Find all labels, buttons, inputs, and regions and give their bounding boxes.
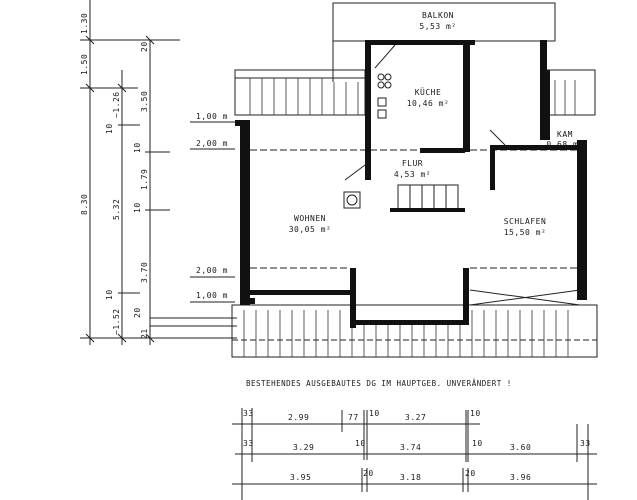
dim-vertical: 10 bbox=[105, 289, 114, 300]
dim-horizontal: 20 bbox=[363, 469, 374, 478]
dim-vertical: 10 bbox=[105, 123, 114, 134]
dim-vertical: 21 bbox=[140, 328, 149, 339]
room-balkon: BALKON 5,53 m² bbox=[408, 12, 468, 31]
dim-horizontal: 10 bbox=[472, 439, 483, 448]
dim-horizontal: 3.74 bbox=[400, 443, 422, 452]
room-area: 0,68 m² bbox=[546, 140, 584, 149]
dim-horizontal: 10 bbox=[369, 409, 380, 418]
dim-vertical: 10 bbox=[133, 202, 142, 213]
room-kam: KAM 0,68 m² bbox=[540, 131, 590, 149]
dim-vertical: ~1.26 bbox=[112, 91, 121, 118]
room-wohnen: WOHNEN 30,05 m² bbox=[275, 215, 345, 234]
dim-vertical: 20 bbox=[133, 307, 142, 318]
dim-vertical: 10 bbox=[133, 142, 142, 153]
room-area: 4,53 m² bbox=[393, 170, 432, 179]
dim-horizontal: 3.27 bbox=[405, 413, 427, 422]
dim-horizontal: 2.99 bbox=[288, 413, 310, 422]
dim-horizontal: 3.18 bbox=[400, 473, 422, 482]
room-name: BALKON bbox=[422, 11, 454, 20]
dim-horizontal: 3.29 bbox=[293, 443, 315, 452]
dim-vertical: 3.70 bbox=[140, 261, 149, 283]
height-marker: 2,00 m bbox=[196, 266, 228, 275]
room-kueche: KÜCHE 10,46 m² bbox=[398, 89, 458, 108]
dim-horizontal: 33 bbox=[243, 409, 254, 418]
dim-vertical: 1.30 bbox=[80, 12, 89, 34]
plan-caption: BESTEHENDES AUSGEBAUTES DG IM HAUPTGEB. … bbox=[246, 379, 512, 388]
room-name: KAM bbox=[557, 130, 573, 139]
dim-horizontal: 3.95 bbox=[290, 473, 312, 482]
dim-vertical: 3.50 bbox=[140, 90, 149, 112]
dim-vertical: ~1.52 bbox=[112, 308, 121, 335]
dim-vertical: 1.79 bbox=[140, 168, 149, 190]
room-name: KÜCHE bbox=[414, 88, 442, 97]
dim-horizontal: 10 bbox=[355, 439, 366, 448]
dim-horizontal: 3.96 bbox=[510, 473, 532, 482]
dim-vertical: 1.50 bbox=[80, 53, 89, 75]
room-area: 5,53 m² bbox=[419, 22, 457, 31]
room-area: 10,46 m² bbox=[406, 99, 450, 108]
dim-horizontal: 77 bbox=[348, 413, 359, 422]
room-name: SCHLAFEN bbox=[503, 217, 547, 226]
height-marker: 1,00 m bbox=[196, 291, 228, 300]
room-area: 30,05 m² bbox=[288, 225, 332, 234]
dim-vertical: 20 bbox=[140, 41, 149, 52]
room-area: 15,50 m² bbox=[503, 228, 547, 237]
dim-vertical: 8.30 bbox=[80, 193, 89, 215]
room-name: WOHNEN bbox=[294, 214, 326, 223]
dim-horizontal: 33 bbox=[243, 439, 254, 448]
room-schlafen: SCHLAFEN 15,50 m² bbox=[490, 218, 560, 237]
height-marker: 1,00 m bbox=[196, 112, 228, 121]
dim-horizontal: 3.60 bbox=[510, 443, 532, 452]
dim-horizontal: 10 bbox=[470, 409, 481, 418]
height-marker: 2,00 m bbox=[196, 139, 228, 148]
room-flur: FLUR 4,53 m² bbox=[385, 160, 440, 179]
dim-horizontal: 20 bbox=[465, 469, 476, 478]
dim-horizontal: 33 bbox=[580, 439, 591, 448]
room-name: FLUR bbox=[401, 159, 424, 168]
dim-vertical: 5.32 bbox=[112, 198, 121, 220]
